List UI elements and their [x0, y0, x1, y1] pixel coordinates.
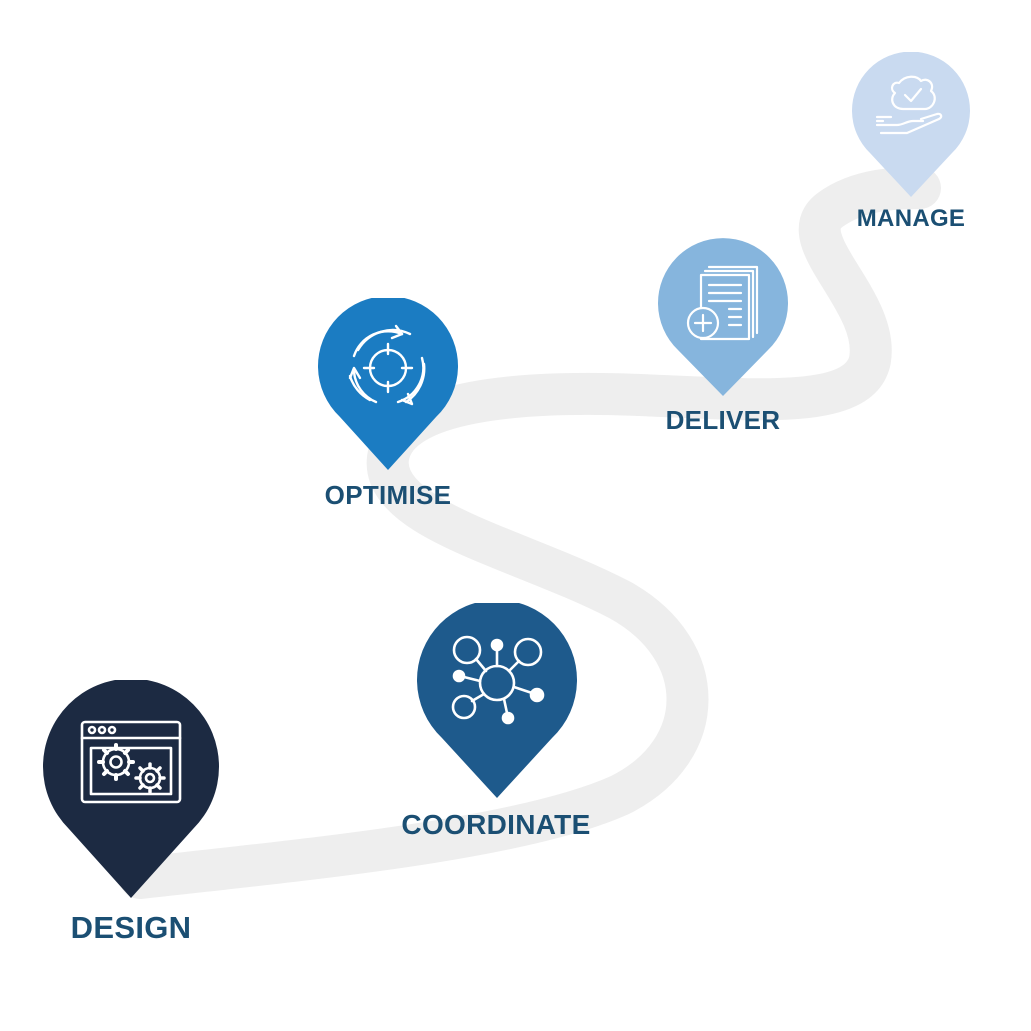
manage-pin	[852, 52, 970, 197]
network-hub-icon	[451, 635, 545, 725]
cycle-target-icon	[348, 324, 426, 406]
manage-label: MANAGE	[856, 205, 966, 232]
optimise-pin	[318, 298, 458, 470]
browser-gears-icon	[80, 720, 182, 804]
coordinate-pin	[417, 603, 577, 798]
optimise-label: OPTIMISE	[324, 480, 452, 510]
coordinate-label: COORDINATE	[401, 809, 591, 840]
documents-add-icon	[686, 265, 759, 341]
design-pin	[43, 680, 219, 898]
deliver-pin	[658, 238, 788, 396]
design-label: DESIGN	[70, 910, 192, 945]
deliver-label: DELIVER	[665, 405, 781, 435]
hand-check-icon	[875, 75, 943, 135]
